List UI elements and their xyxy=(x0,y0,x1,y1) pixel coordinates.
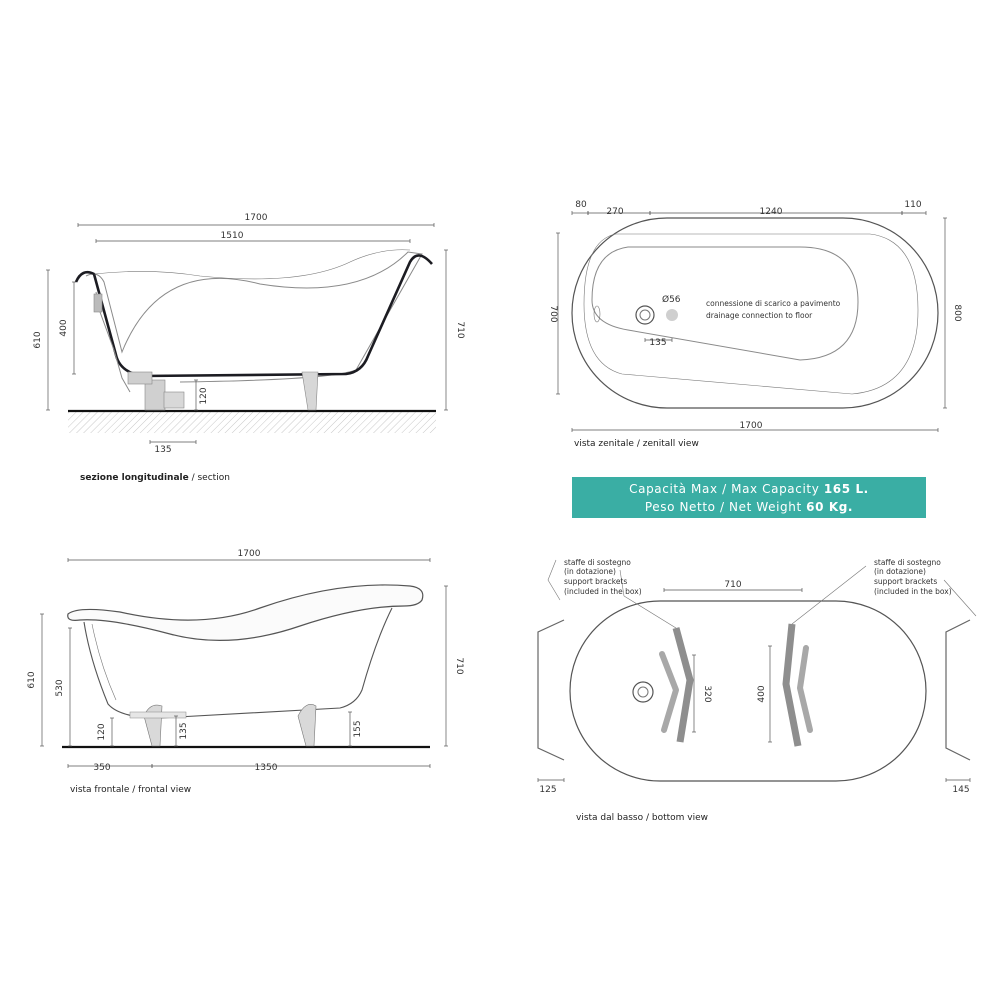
overflow-slot xyxy=(593,305,601,323)
front-caption: vista frontale / frontal view xyxy=(70,785,191,795)
dim-110: 110 xyxy=(904,200,921,210)
front-view: 1700 610 530 710 120 135 155 350 1350 vi… xyxy=(27,549,464,795)
dim-400: 400 xyxy=(59,319,69,336)
dim-135: 135 xyxy=(154,445,171,455)
dim-bottom-125: 125 xyxy=(539,785,556,795)
top-outer-outline xyxy=(571,217,939,409)
dim-front-1700: 1700 xyxy=(238,549,261,559)
dim-bottom-320: 320 xyxy=(702,685,712,702)
dim-700: 700 xyxy=(548,305,558,322)
dim-710: 710 xyxy=(455,321,465,338)
bracket-left xyxy=(672,627,694,743)
bracket-profile-left xyxy=(537,619,565,761)
front-bath-body xyxy=(83,607,393,719)
dim-front-710: 710 xyxy=(454,657,464,674)
dim-bottom-145: 145 xyxy=(952,785,969,795)
bracket-label-right-1: staffe di sostegno xyxy=(874,558,941,567)
capacity-banner: Capacità Max / Max Capacity 165 L. Peso … xyxy=(572,477,926,518)
top-caption: vista zenitale / zenitall view xyxy=(574,439,699,449)
capacity-label: Capacità Max / Max Capacity xyxy=(629,482,824,496)
dim-610: 610 xyxy=(33,331,43,348)
drain-ring xyxy=(635,305,655,325)
bottom-outer-outline xyxy=(569,600,927,782)
bracket-foot-left xyxy=(659,651,679,733)
leader-right-bracket xyxy=(791,565,867,625)
floor-drain-icon xyxy=(666,309,678,321)
drain-note-it: connessione di scarico a pavimento xyxy=(706,299,841,308)
bracket-label-left-4: (included in the box) xyxy=(564,587,642,596)
drain-trap xyxy=(144,379,166,411)
overflow-fitting xyxy=(93,293,103,313)
weight-line: Peso Netto / Net Weight 60 Kg. xyxy=(572,498,926,516)
section-foot-right xyxy=(301,371,319,411)
dim-front-530: 530 xyxy=(55,679,65,696)
front-drain-plate xyxy=(129,711,187,719)
bottom-drain-icon xyxy=(637,686,649,698)
dim-top-1700: 1700 xyxy=(740,421,763,431)
bracket-label-left-3: support brackets xyxy=(564,577,627,586)
bracket-profile-right xyxy=(945,619,971,761)
dim-front-120: 120 xyxy=(97,723,107,740)
dim-front-155: 155 xyxy=(353,720,363,737)
bracket-right xyxy=(782,623,802,747)
weight-value: 60 Kg. xyxy=(806,500,854,514)
section-caption: sezione longitudinale / section xyxy=(80,473,230,483)
dim-top-135: 135 xyxy=(649,338,666,348)
section-view: 1700 1510 610 400 710 120 135 sezione lo… xyxy=(33,213,465,483)
dim-80: 80 xyxy=(575,200,587,210)
bottom-caption: vista dal basso / bottom view xyxy=(576,813,708,823)
drain-diameter: Ø56 xyxy=(662,294,681,305)
dim-800: 800 xyxy=(952,304,962,321)
bracket-label-right-2: (in dotazione) xyxy=(874,567,926,576)
front-rim xyxy=(67,584,424,641)
top-inner-basin xyxy=(591,246,859,361)
bracket-foot-right xyxy=(797,645,813,733)
bracket-label-right-4: (included in the box) xyxy=(874,587,952,596)
bracket-label-left-2: (in dotazione) xyxy=(564,567,616,576)
section-floor-hatch xyxy=(68,411,436,433)
bracket-label-left-1: staffe di sostegno xyxy=(564,558,631,567)
leader-left-label xyxy=(547,559,561,601)
dim-1510: 1510 xyxy=(221,231,244,241)
drain-icon xyxy=(639,309,651,321)
drain-elbow xyxy=(163,391,185,409)
dim-front-1350: 1350 xyxy=(255,763,278,773)
dim-front-350: 350 xyxy=(93,763,110,773)
front-foot-left xyxy=(143,704,163,747)
section-rim-curve xyxy=(93,249,411,280)
weight-label: Peso Netto / Net Weight xyxy=(644,500,807,514)
dim-bottom-710: 710 xyxy=(724,580,741,590)
top-view: 80 270 1240 110 700 800 135 1700 Ø56 con… xyxy=(548,200,962,449)
leader-right-label xyxy=(943,579,977,617)
dim-bottom-400: 400 xyxy=(757,685,767,702)
section-outer-shell xyxy=(85,251,423,383)
dim-270: 270 xyxy=(606,207,623,217)
drain-fitting xyxy=(127,371,153,385)
capacity-value: 165 L. xyxy=(823,482,869,496)
leader-left-bracket xyxy=(619,569,677,629)
section-bath-profile xyxy=(74,254,433,378)
dim-front-610: 610 xyxy=(27,671,37,688)
capacity-line: Capacità Max / Max Capacity 165 L. xyxy=(572,480,926,498)
front-foot-right xyxy=(297,704,317,747)
dim-front-135: 135 xyxy=(179,722,189,739)
bottom-view: 710 320 400 125 145 staffe di sostegno (… xyxy=(537,558,977,823)
front-body-shading xyxy=(91,623,117,701)
dim-1700: 1700 xyxy=(245,213,268,223)
dim-1240: 1240 xyxy=(760,207,783,217)
bracket-label-right-3: support brackets xyxy=(874,577,937,586)
bottom-drain-ring xyxy=(632,681,654,703)
dim-120: 120 xyxy=(199,387,209,404)
top-rim-line xyxy=(583,233,919,395)
drain-note-en: drainage connection to floor xyxy=(706,311,813,320)
